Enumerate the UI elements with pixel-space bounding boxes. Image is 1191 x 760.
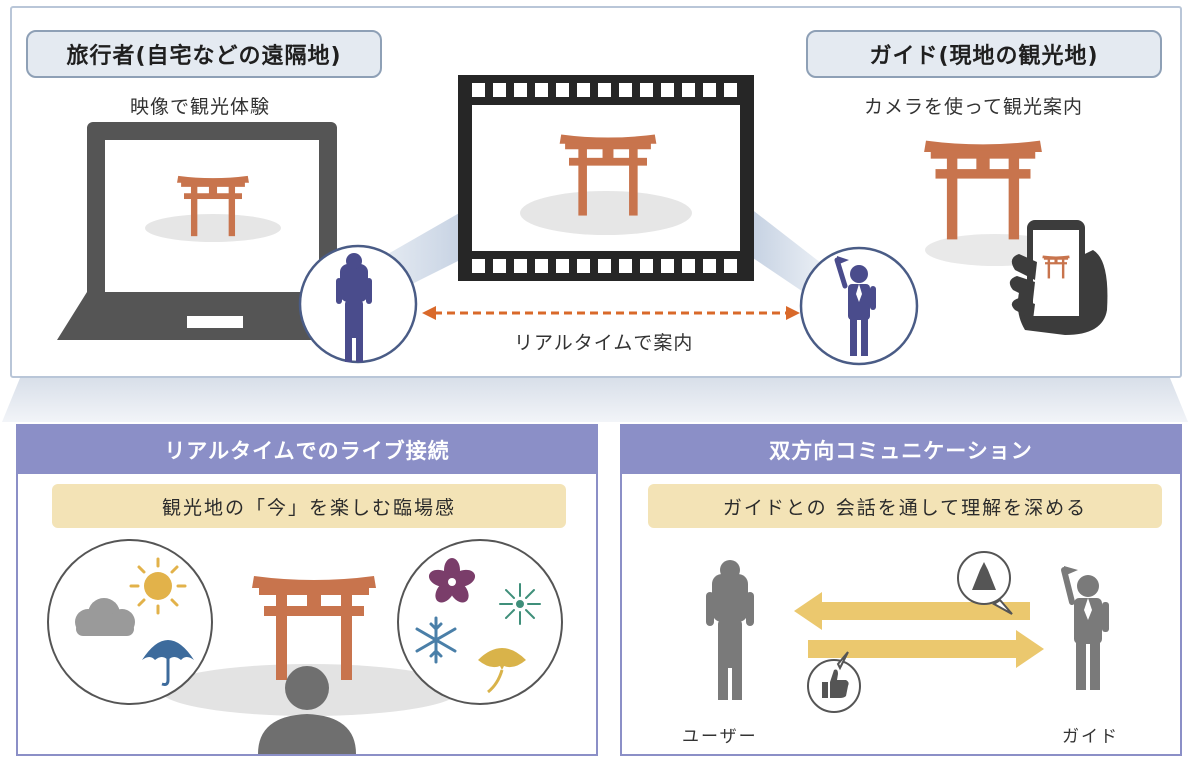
user-label: ユーザー <box>682 727 758 747</box>
fireworks-icon <box>499 583 541 625</box>
film-perforation <box>556 83 569 97</box>
ginkgo-icon <box>478 648 526 694</box>
film-perforation <box>703 259 716 273</box>
film-perforation <box>661 259 674 273</box>
film-perforation <box>493 259 506 273</box>
film-perforation <box>724 83 737 97</box>
left-illustration <box>47 539 563 754</box>
right-panel-header: 双方向コミュニケーション <box>622 426 1180 474</box>
film-perforation <box>682 259 695 273</box>
film-perforation <box>472 259 485 273</box>
film-perforation <box>619 83 632 97</box>
guide-caption: カメラを使って観光案内 <box>864 96 1084 118</box>
traveler-caption: 映像で観光体験 <box>130 96 271 118</box>
umbrella-icon <box>142 640 194 686</box>
guide-label: ガイド <box>1062 727 1119 747</box>
film-perforation <box>577 83 590 97</box>
film-perforation <box>535 83 548 97</box>
film-perforation <box>682 83 695 97</box>
sun-icon <box>129 557 187 615</box>
film-perforation <box>661 83 674 97</box>
user-figure <box>706 560 754 700</box>
snowflake-icon <box>415 616 457 664</box>
film-perforation <box>619 259 632 273</box>
traveler-title: 旅行者(自宅などの遠隔地) <box>26 30 382 78</box>
guide-figure <box>1061 566 1109 690</box>
film-perforation <box>724 259 737 273</box>
film-perforation <box>598 83 611 97</box>
film-perforation <box>472 83 485 97</box>
film-perforation <box>493 83 506 97</box>
film-perforation <box>577 259 590 273</box>
traveler-icon <box>298 244 418 364</box>
right-panel-subtitle: ガイドとの 会話を通して理解を深める <box>648 484 1162 528</box>
realtime-arrow <box>422 306 800 320</box>
arrow-left <box>794 592 1030 630</box>
right-illustration <box>706 551 1109 713</box>
left-panel-subtitle: 観光地の「今」を楽しむ臨場感 <box>52 484 566 528</box>
thumbs-up-icon <box>807 651 861 713</box>
film-perforation <box>514 259 527 273</box>
person-icon <box>258 666 356 754</box>
film-perforation <box>556 259 569 273</box>
laptop-icon <box>57 122 350 340</box>
film-perforation <box>514 83 527 97</box>
guide-icon <box>799 246 919 366</box>
guide-title: ガイド(現地の観光地) <box>806 30 1162 78</box>
film-perforation <box>703 83 716 97</box>
film-perforation <box>535 259 548 273</box>
left-panel-header: リアルタイムでのライブ接続 <box>18 426 596 474</box>
film-perforation <box>640 259 653 273</box>
castle-icon <box>957 551 1013 615</box>
cloud-icon <box>75 598 135 636</box>
film-strip-icon <box>458 75 754 281</box>
film-perforation <box>640 83 653 97</box>
realtime-label: リアルタイムで案内 <box>514 332 694 354</box>
connector-band <box>2 378 1188 422</box>
arrow-right <box>808 630 1044 668</box>
film-perforation <box>598 259 611 273</box>
smartphone-icon <box>924 140 1108 335</box>
sakura-icon <box>428 558 476 603</box>
